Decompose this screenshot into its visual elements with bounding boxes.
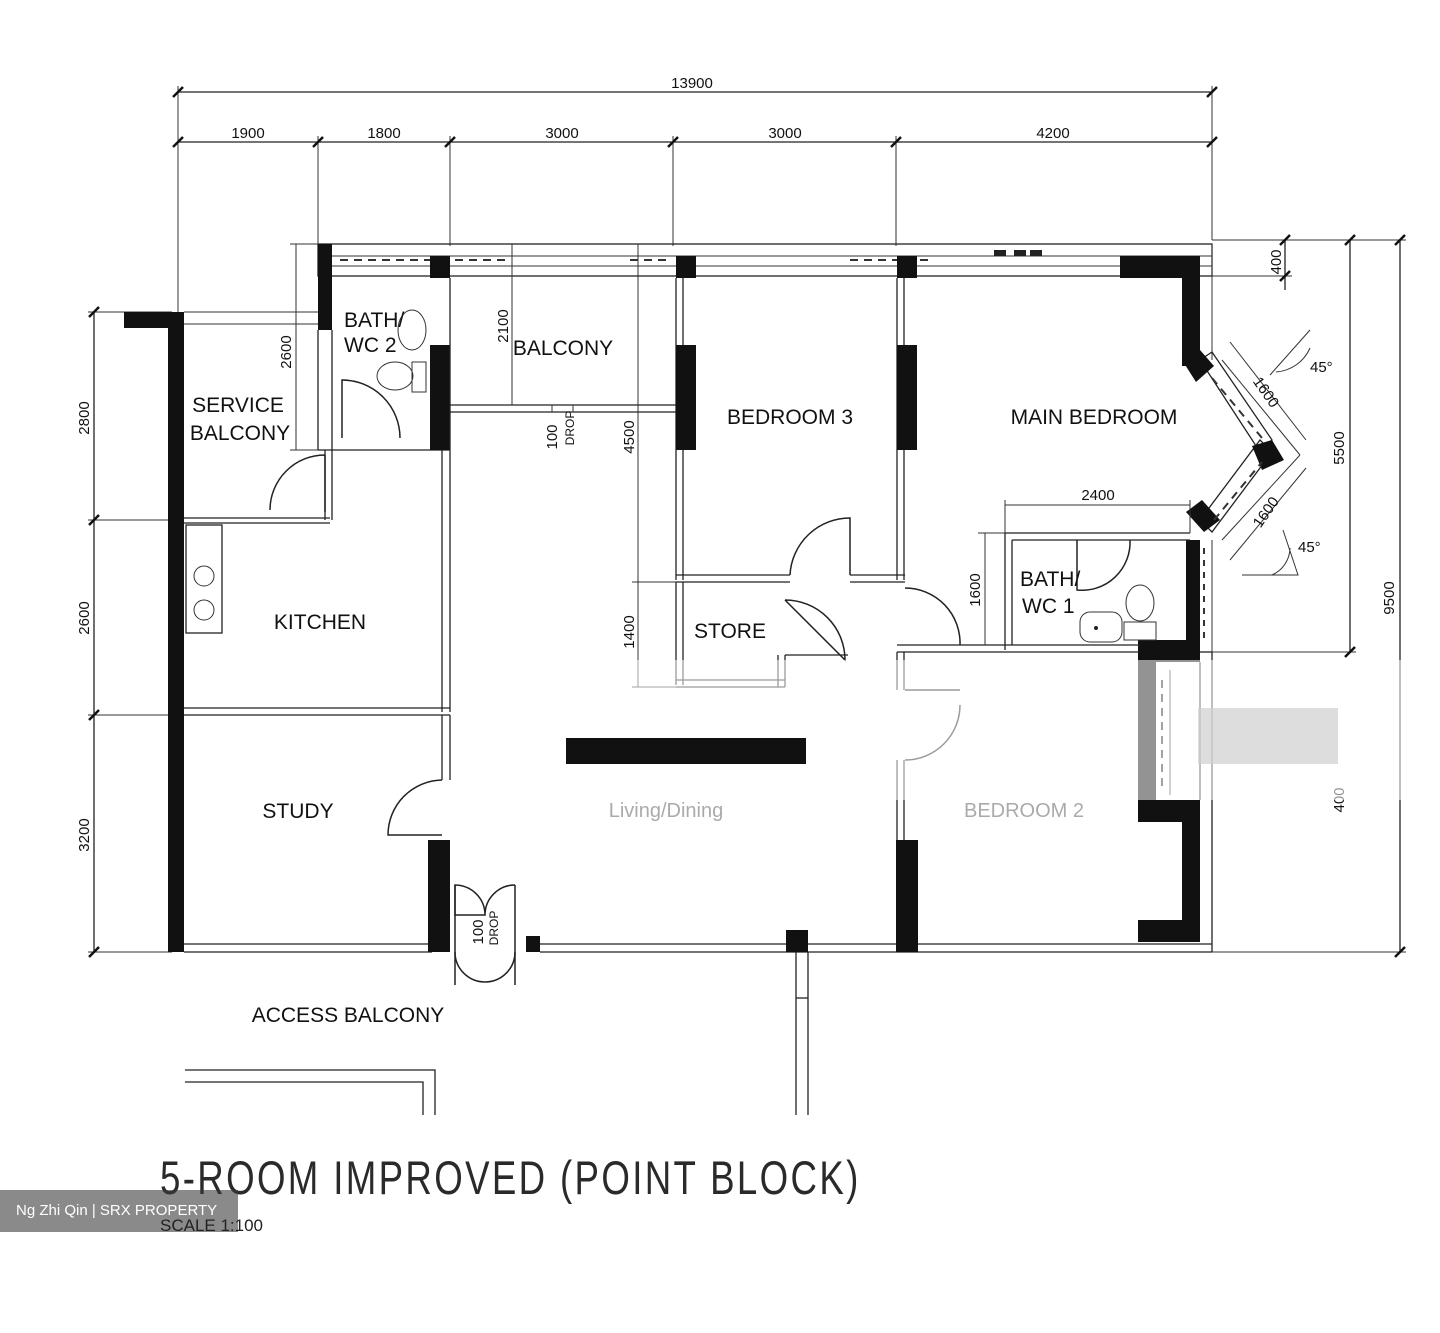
left-dimensions: 2800 2600 3200 [76,306,180,958]
label-main-bedroom: MAIN BEDROOM [1011,406,1178,429]
drop-label-a-text: DROP [563,411,577,446]
label-bath2-b: WC 2 [344,334,397,357]
dim-h2800: 2800 [76,401,93,434]
label-bedroom2: BEDROOM 2 [964,800,1084,822]
dim-total-width: 13900 [671,75,713,92]
dim-h5500: 5500 [1331,431,1348,464]
exterior-walls [124,243,1301,953]
dim-w3: 3000 [545,125,578,142]
dim-w4: 3000 [768,125,801,142]
dim-bay-1600-b: 1600 [1250,494,1283,531]
dim-w2400: 2400 [1081,487,1114,504]
label-store: STORE [694,620,766,643]
dim-h2600-left: 2600 [76,601,93,634]
dim-h1400: 1400 [621,615,638,648]
angle-45-b: 45° [1298,539,1321,556]
watermark: Ng Zhi Qin | SRX PROPERTY [0,1190,238,1232]
drop-label-a-value: 100 [544,424,561,449]
dim-h2600-bath: 2600 [278,335,295,368]
dim-h1600: 1600 [967,573,984,606]
dim-h9500: 9500 [1381,581,1398,614]
label-bath2-a: BATH/ [344,309,404,332]
dim-w2: 1800 [367,125,400,142]
drop-label-b-value: 100 [470,919,487,944]
bay-window-dimensions: 1600 1600 45° 45° [1229,329,1333,576]
top-dimensions: 13900 1900 1800 3000 3000 4200 [172,75,1218,312]
dim-h2100: 2100 [495,309,512,342]
label-bath1-b: WC 1 [1022,595,1075,618]
label-access-balcony: ACCESS BALCONY [252,1004,445,1027]
dim-bay-1600-a: 1600 [1249,374,1282,411]
plan-title: 5-ROOM IMPROVED (POINT BLOCK) [160,1151,861,1204]
dim-400-top: 400 [1268,249,1285,274]
label-living-dining: Living/Dining [609,800,724,822]
dim-w1: 1900 [231,125,264,142]
right-dimensions: 400 5500 9500 400 [1212,234,1406,958]
label-balcony: BALCONY [513,337,613,360]
doors [269,379,1131,985]
label-service-a: SERVICE [192,394,284,417]
label-bath1-a: BATH/ [1020,568,1080,591]
label-bedroom3: BEDROOM 3 [727,406,853,429]
label-kitchen: KITCHEN [274,611,366,634]
label-service-b: BALCONY [190,422,290,445]
smudged-label [1198,708,1338,764]
room-labels: BATH/ WC 2 BALCONY BEDROOM 3 MAIN BEDROO… [190,309,1178,1027]
label-study: STUDY [262,800,333,823]
dim-h4500: 4500 [621,420,638,453]
drop-label-b-text: DROP [487,911,501,946]
dim-w5: 4200 [1036,125,1069,142]
angle-45-a: 45° [1310,359,1333,376]
dim-h3200: 3200 [76,818,93,851]
plan-scale: SCALE 1:100 [160,1216,264,1235]
redaction-bar [566,738,806,764]
